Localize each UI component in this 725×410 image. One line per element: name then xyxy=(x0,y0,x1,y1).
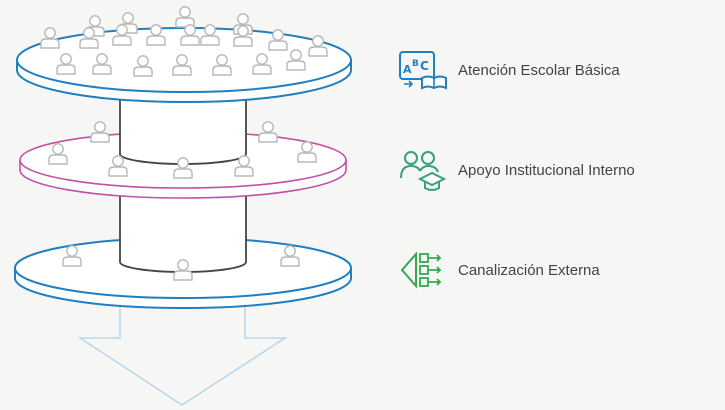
svg-text:A: A xyxy=(403,63,412,76)
svg-text:B: B xyxy=(412,59,419,69)
legend-label: Atención Escolar Básica xyxy=(458,61,620,79)
people-graduation-icon xyxy=(400,151,447,191)
downward-arrow xyxy=(77,304,288,406)
person-icon xyxy=(258,121,278,143)
person-icon xyxy=(175,6,195,28)
person-icon xyxy=(40,27,60,49)
legend-item-external: Canalización Externa xyxy=(398,248,600,292)
legend-item-internal: Apoyo Institucional Interno xyxy=(398,148,635,192)
legend-label: Apoyo Institucional Interno xyxy=(458,161,635,179)
abc-book-icon: A B C xyxy=(399,51,447,90)
legend-label: Canalización Externa xyxy=(458,261,600,279)
person-icon xyxy=(90,121,110,143)
legend-item-basic: A B C Atención Escolar Básica xyxy=(398,48,620,92)
svg-text:C: C xyxy=(420,59,429,73)
tier-diagram xyxy=(14,6,352,406)
referral-arrows-icon xyxy=(400,251,442,289)
